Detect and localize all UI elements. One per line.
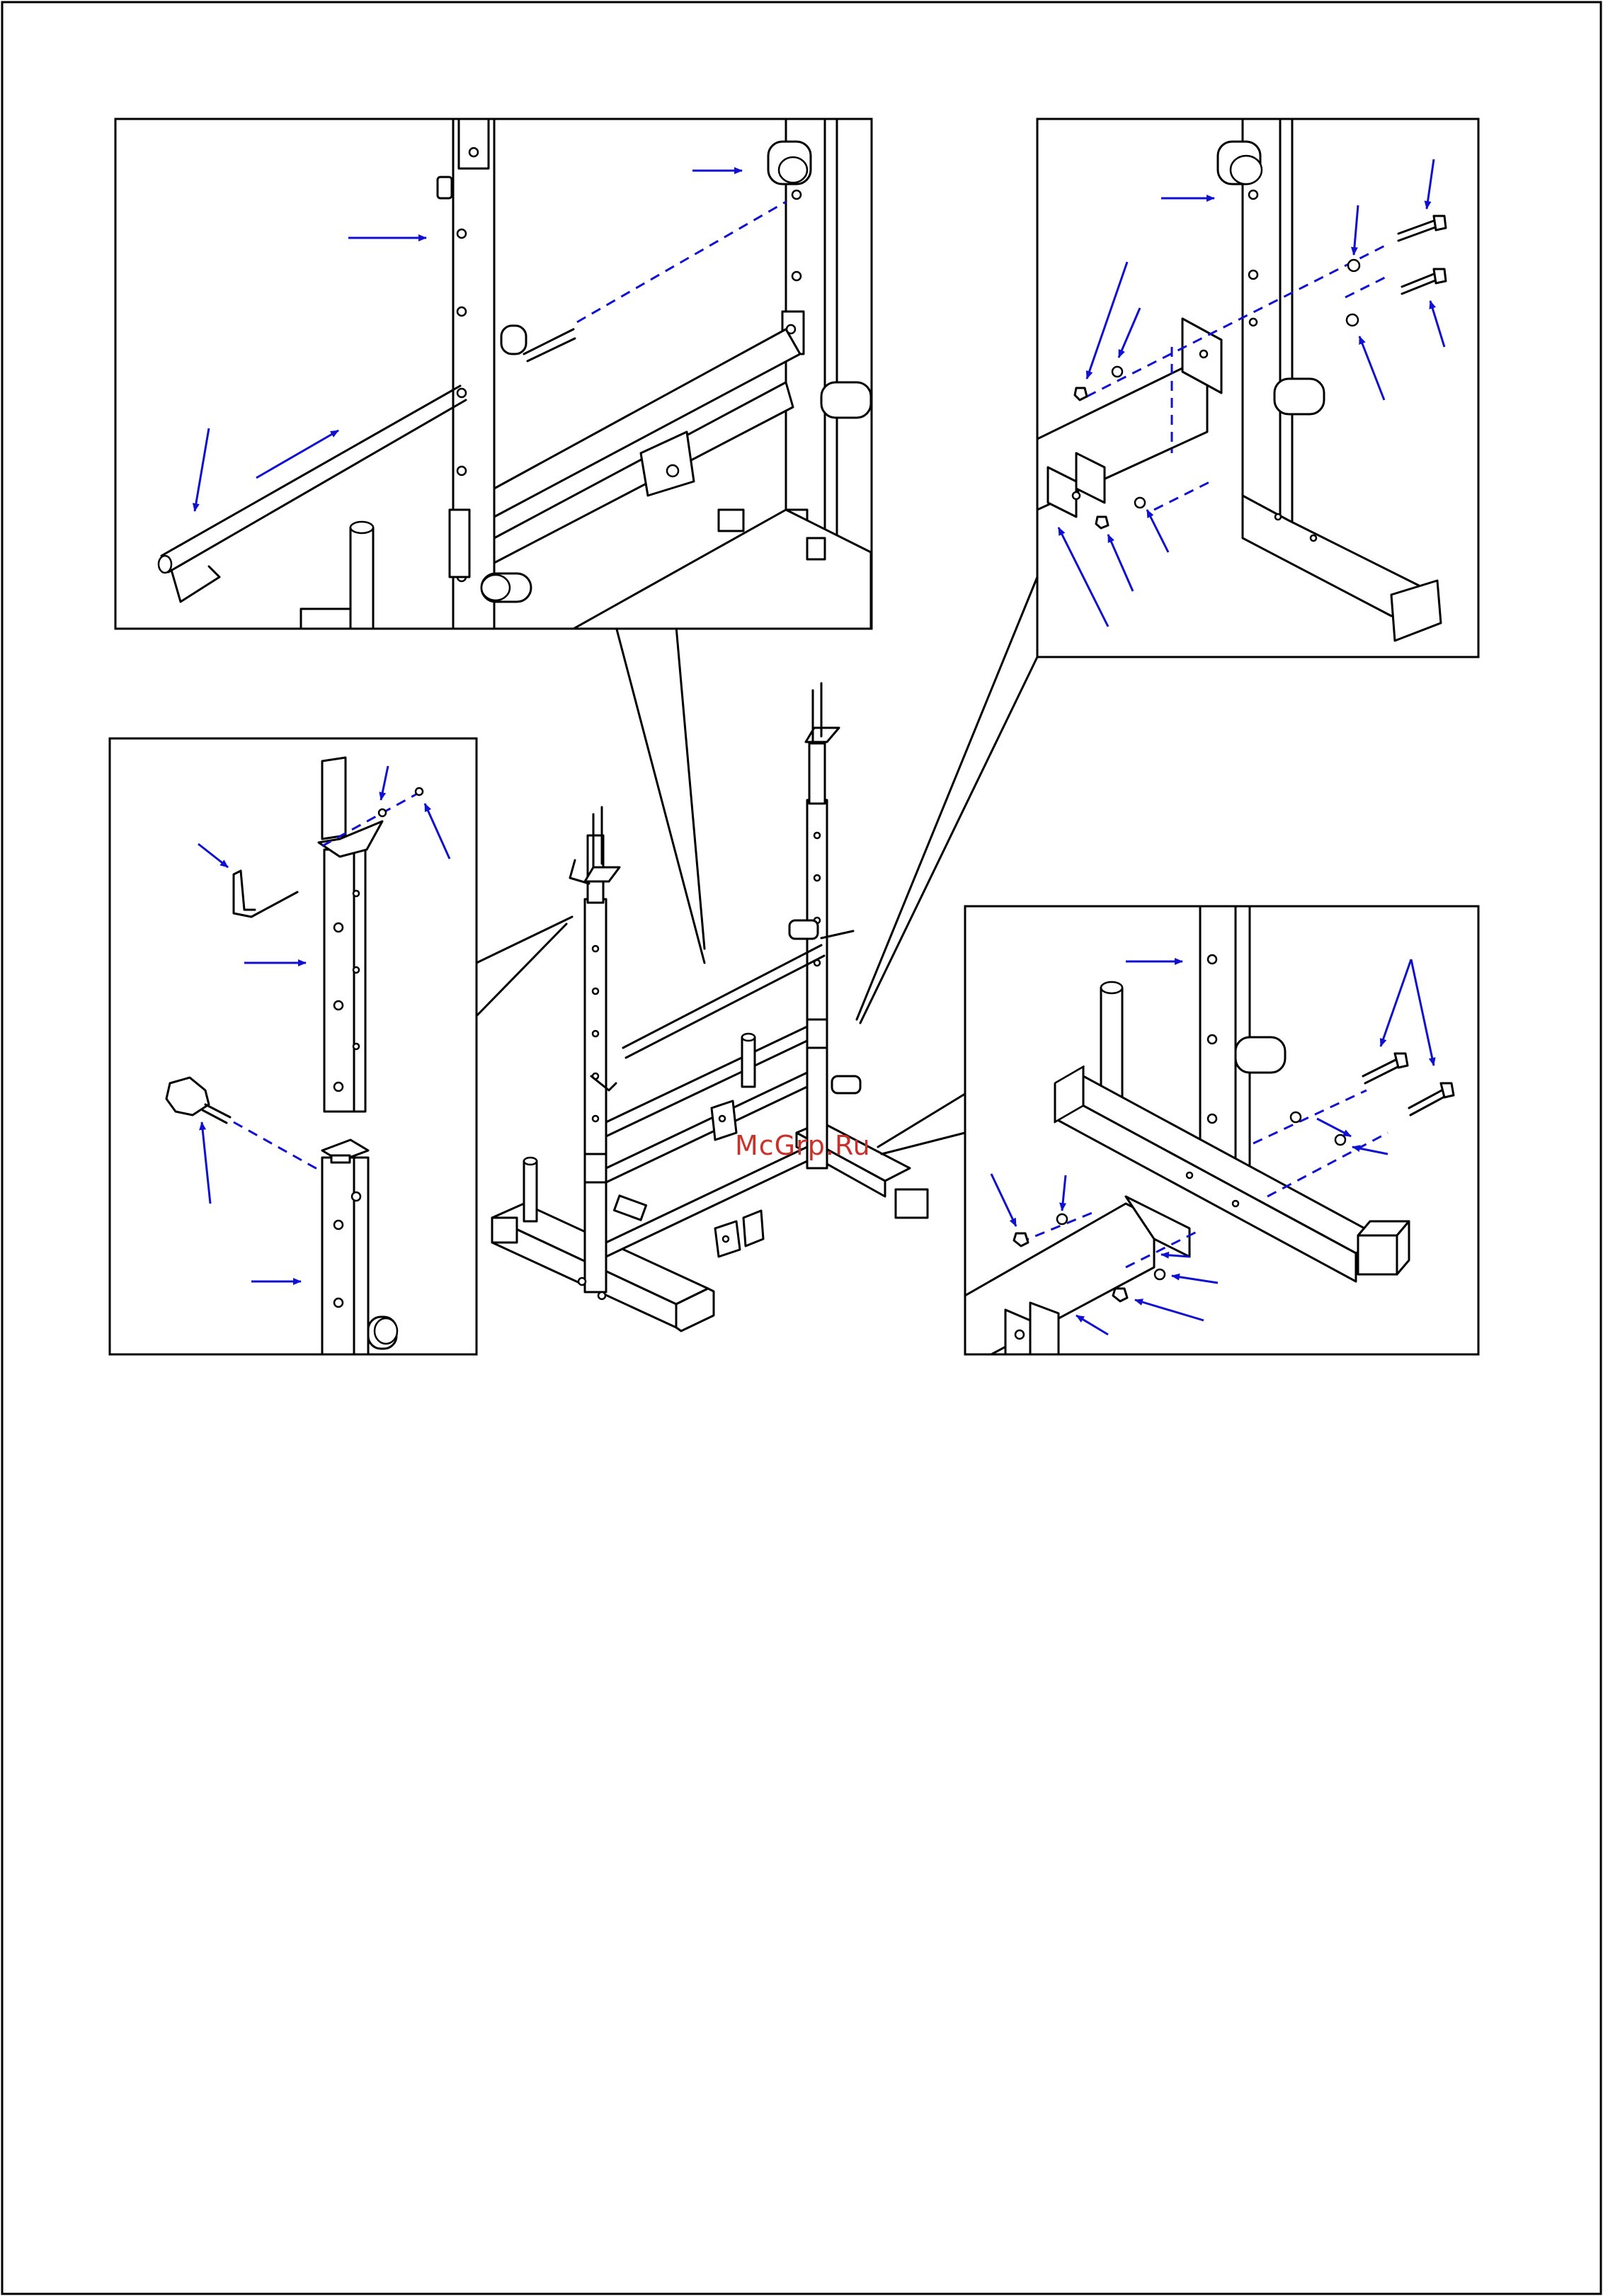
detail-top-left bbox=[115, 119, 872, 629]
detail-middle-left bbox=[110, 738, 477, 1354]
detail-middle-right bbox=[965, 906, 1478, 1354]
watermark-text: McGrp.Ru bbox=[735, 1130, 871, 1161]
detail-top-right bbox=[1037, 119, 1478, 657]
callout-lines bbox=[477, 577, 1037, 1154]
